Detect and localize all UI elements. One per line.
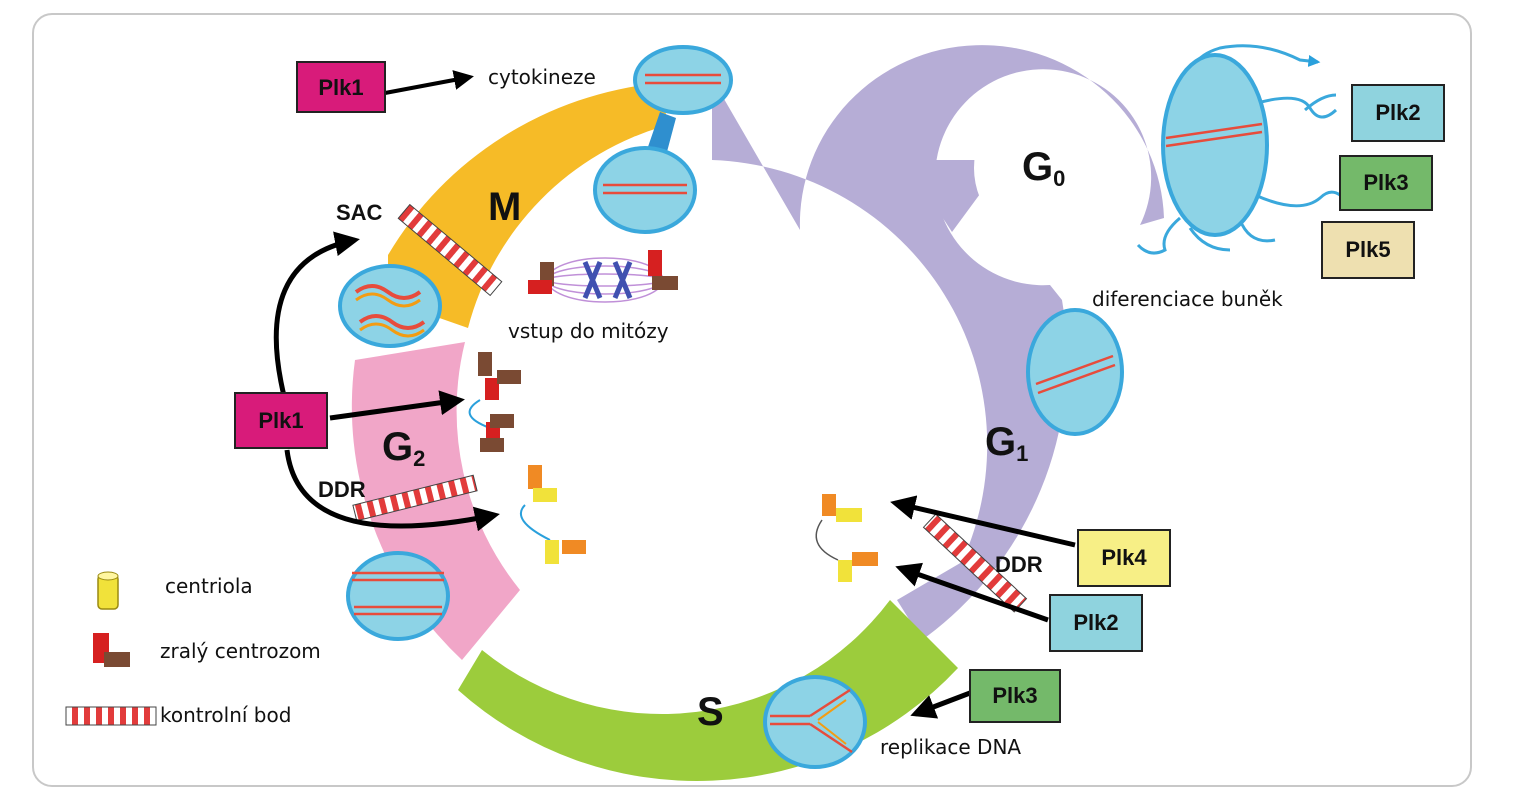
kinase-label: Plk3 bbox=[992, 683, 1037, 708]
arrow-plk3-to-replication bbox=[910, 690, 971, 719]
kinase-box-plk3-bottom: Plk3 bbox=[969, 669, 1061, 723]
phase-letter-g1: G bbox=[985, 420, 1016, 464]
phase-letter-g0: G bbox=[1022, 145, 1053, 189]
cell-cytokinesis-bottom bbox=[593, 146, 697, 234]
ddr-right-checkpoint-bar bbox=[922, 513, 1028, 613]
cell-cytokinesis-top bbox=[633, 45, 733, 115]
kinase-label: Plk1 bbox=[258, 408, 303, 433]
cell-differentiated-neuron bbox=[1136, 44, 1341, 255]
phase-g1-segment bbox=[712, 45, 1164, 640]
kinase-box-plk2-top: Plk2 bbox=[1351, 84, 1445, 142]
phase-subscript-g1: 1 bbox=[1016, 441, 1028, 466]
kinase-box-plk4: Plk4 bbox=[1077, 529, 1171, 587]
cell-dna-replication bbox=[763, 675, 867, 769]
centrosome-spindle-left bbox=[528, 262, 554, 294]
checkpoint-label-ddr-right: DDR bbox=[995, 552, 1043, 577]
legend: centriola zralý centrozom kontrolní bod bbox=[65, 571, 321, 727]
kinase-box-plk2-bottom: Plk2 bbox=[1049, 594, 1143, 652]
kinase-box-plk1-left: Plk1 bbox=[234, 392, 328, 449]
label-cytokinesis: cytokineze bbox=[488, 65, 596, 89]
kinase-label: Plk1 bbox=[318, 75, 363, 100]
kinase-label: Plk2 bbox=[1375, 100, 1420, 125]
phase-label-g0: G0 bbox=[1022, 145, 1065, 191]
checkpoint-label-ddr-left: DDR bbox=[318, 477, 366, 502]
legend-checkpoint-label: kontrolní bod bbox=[160, 703, 291, 727]
cell-g1 bbox=[1026, 308, 1124, 436]
label-dna-replication: replikace DNA bbox=[880, 735, 1021, 759]
kinase-label: Plk3 bbox=[1363, 170, 1408, 195]
kinase-box-plk1-top: Plk1 bbox=[296, 61, 386, 113]
legend-centrosome-icon bbox=[93, 633, 130, 667]
g0-loop-hole bbox=[974, 90, 1130, 246]
arrow-plk1-to-g2-centrosome bbox=[329, 390, 465, 421]
arrow-plk4-to-centrosome bbox=[890, 495, 1076, 548]
phase-subscript-g0: 0 bbox=[1053, 166, 1065, 191]
arrow-plk1-to-g2-lower-centrosome bbox=[284, 449, 500, 532]
kinase-label: Plk2 bbox=[1073, 610, 1118, 635]
centrosome-spindle-right bbox=[648, 250, 678, 290]
label-mitosis-entry: vstup do mitózy bbox=[508, 319, 669, 343]
kinase-label: Plk4 bbox=[1101, 545, 1147, 570]
phase-letter-g2: G bbox=[382, 425, 413, 469]
phase-label-g1: G1 bbox=[985, 420, 1028, 466]
legend-centriole-icon bbox=[97, 571, 119, 610]
sac-checkpoint-bar bbox=[397, 203, 503, 297]
phase-label-m: M bbox=[488, 185, 521, 229]
centrosome-g2-lower bbox=[519, 465, 586, 564]
legend-centriole-label: centriola bbox=[165, 574, 253, 598]
kinase-label: Plk5 bbox=[1345, 237, 1390, 262]
mitotic-spindle bbox=[546, 257, 664, 303]
kinase-box-plk5: Plk5 bbox=[1321, 221, 1415, 279]
cell-mitosis-chromosomes bbox=[338, 264, 442, 348]
arrow-plk1-to-sac bbox=[273, 231, 360, 401]
legend-centrosome-label: zralý centrozom bbox=[160, 639, 321, 663]
checkpoint-label-sac: SAC bbox=[336, 200, 383, 225]
phase-label-g2: G2 bbox=[382, 425, 425, 471]
ddr-left-checkpoint-bar bbox=[352, 474, 478, 522]
centrosome-g1 bbox=[815, 494, 878, 582]
label-differentiation: diferenciace buněk bbox=[1092, 287, 1283, 311]
kinase-box-plk3-top: Plk3 bbox=[1339, 155, 1433, 211]
centrosome-g2-upper bbox=[468, 352, 521, 452]
arrow-plk2-to-centrosome bbox=[895, 562, 1049, 623]
arrow-plk1-to-cytokinesis bbox=[384, 70, 474, 95]
legend-checkpoint-icon bbox=[65, 706, 157, 726]
phase-label-s: S bbox=[697, 690, 724, 734]
cell-g2-bottom bbox=[346, 551, 450, 641]
phase-subscript-g2: 2 bbox=[413, 446, 425, 471]
